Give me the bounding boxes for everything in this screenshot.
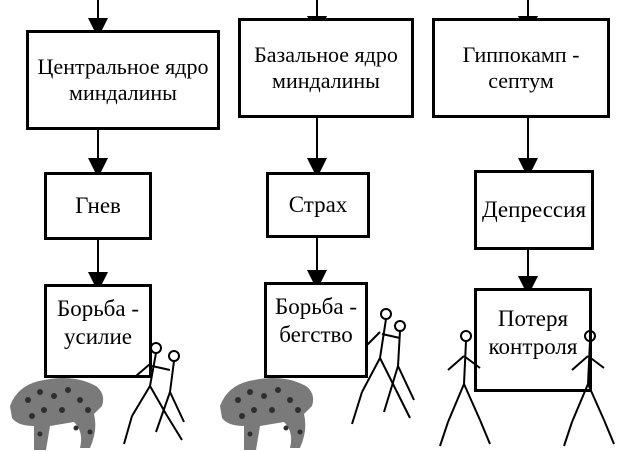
leopard-illustration-2 (220, 378, 314, 450)
box-anger: Гнев (44, 172, 152, 240)
box-basal-nucleus: Базальное ядро миндалины (238, 18, 414, 118)
running-figures-illustration-1 (123, 342, 185, 445)
box-fight-effort: Борьба - усилие (44, 284, 152, 378)
box-loss-of-control: Потеря контроля (474, 288, 592, 392)
box-hippocampus-septum: Гиппокамп - септум (432, 18, 610, 118)
running-figures-illustration-4 (563, 330, 615, 447)
box-fear: Страх (266, 172, 370, 238)
box-fight-flight: Борьба - бегство (264, 282, 368, 378)
running-figures-illustration-2 (351, 308, 415, 425)
running-figures-illustration-3 (439, 330, 491, 447)
box-depression: Депрессия (474, 170, 594, 250)
box-central-nucleus: Центральное ядро миндалины (26, 30, 220, 130)
leopard-illustration-1 (10, 378, 104, 450)
